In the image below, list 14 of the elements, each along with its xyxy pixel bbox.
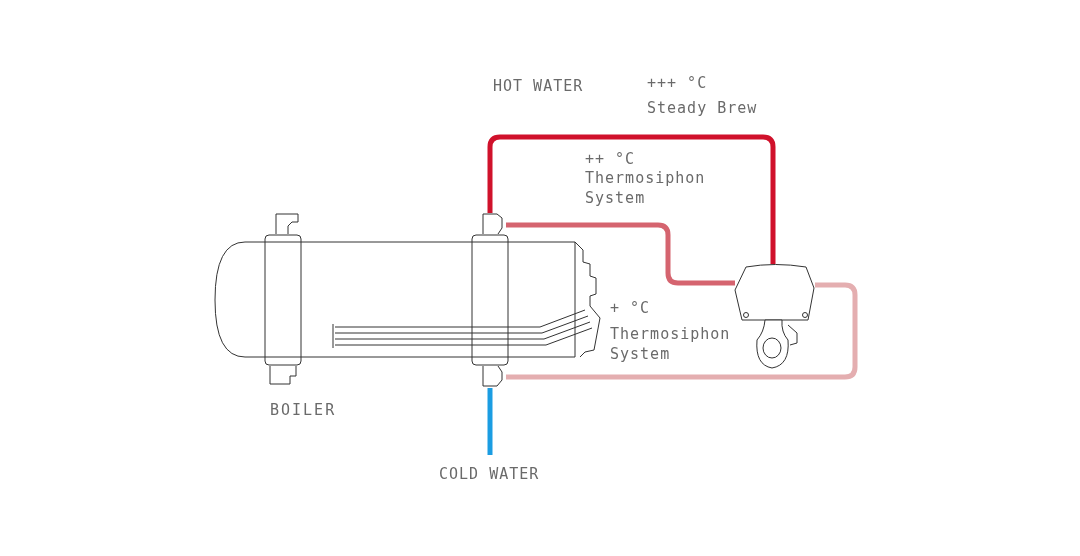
pipe [487,134,776,264]
diagram-label: + °C [610,298,651,318]
component-label: BOILER [270,401,337,420]
diagram-label: COLD WATER [439,464,540,484]
diagram-label: Thermosiphon System [585,168,707,208]
diagram-label: Steady Brew [647,98,758,118]
pipe [506,282,858,380]
group-head-drawing [733,262,817,372]
diagram-label: HOT WATER [493,76,584,96]
diagram-label: Thermosiphon System [610,324,732,364]
diagram-label: +++ °C [647,73,708,93]
pipe [487,388,493,455]
diagram-label: ++ °C [585,149,636,169]
pipe [506,222,735,286]
